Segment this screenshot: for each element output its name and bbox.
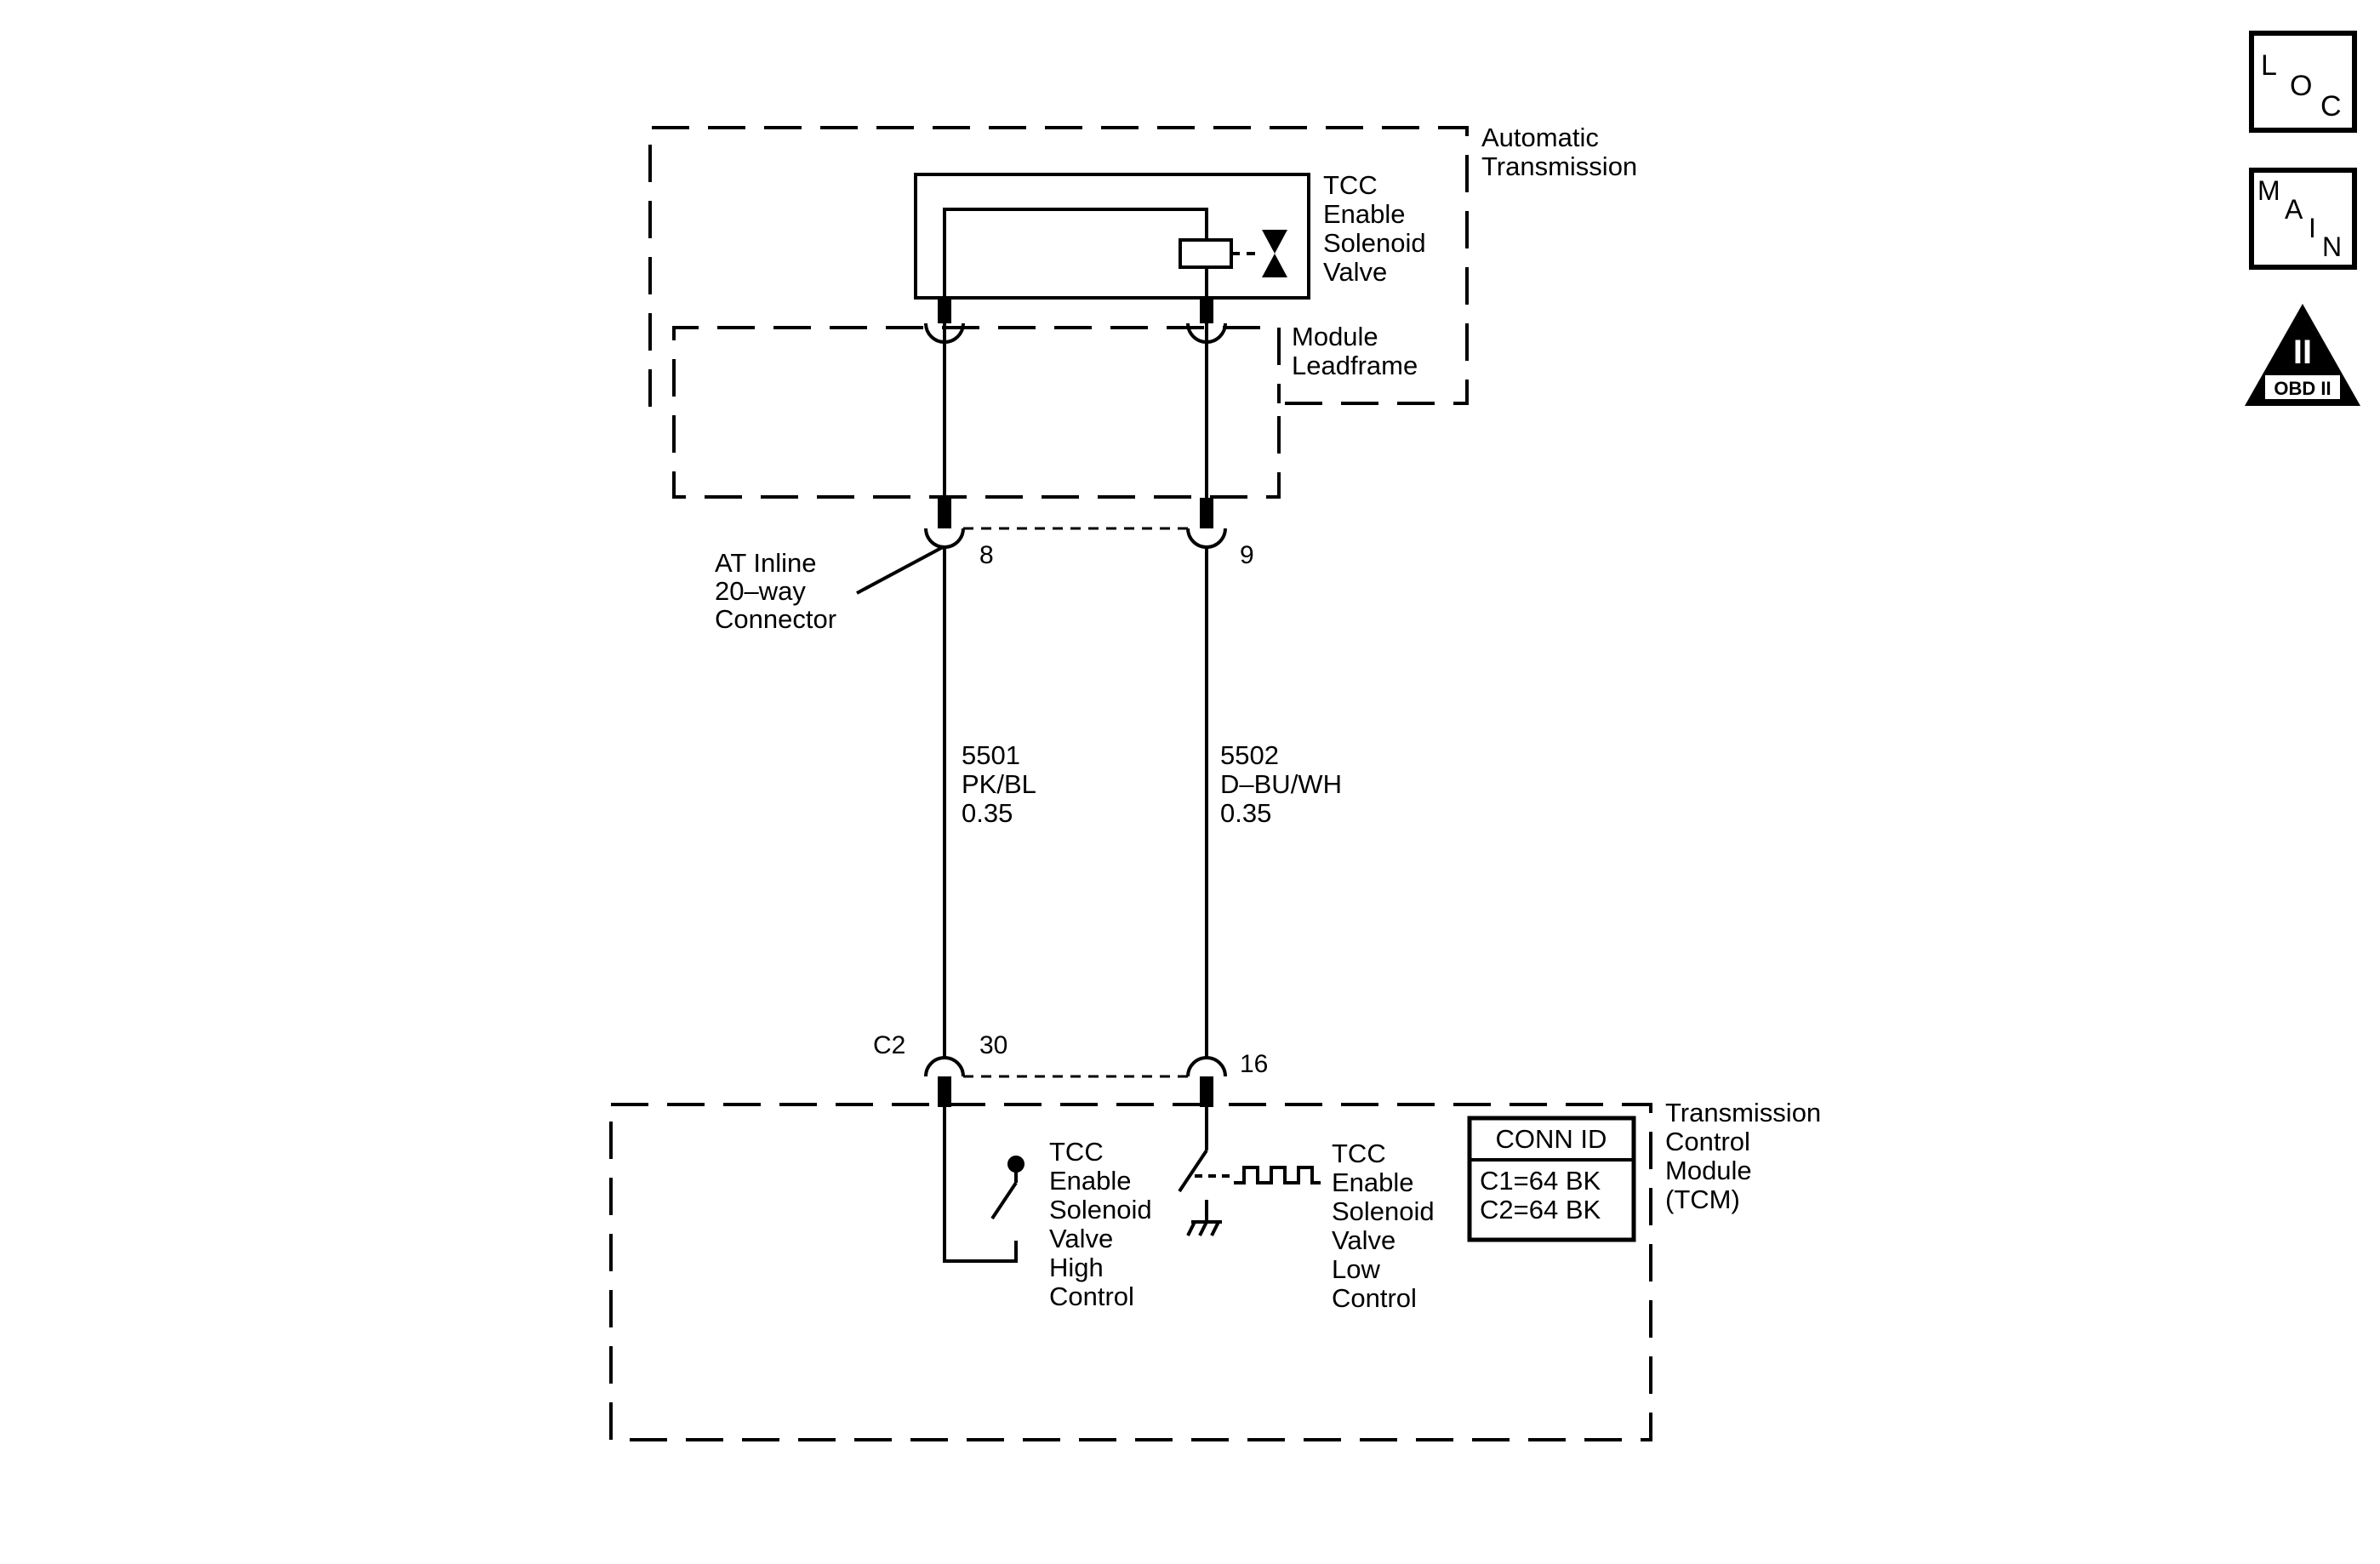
svg-text:O: O: [2290, 70, 2312, 102]
pin-9-label: 9: [1240, 541, 1254, 569]
svg-text:Leadframe: Leadframe: [1292, 351, 1418, 380]
svg-text:N: N: [2322, 231, 2342, 262]
svg-text:AT Inline: AT Inline: [715, 548, 816, 578]
low-control-label: TCC Enable Solenoid Valve Low Control: [1332, 1139, 1435, 1313]
tcm-boundary: [609, 1103, 1652, 1441]
tcc-solenoid-component: [914, 173, 1310, 300]
wire-5501-label: 5501 PK/BL 0.35: [962, 740, 1036, 828]
pin-30-label: 30: [979, 1031, 1007, 1059]
inline-connector-label: AT Inline 20–way Connector: [715, 548, 836, 634]
conn-id-table: CONN ID C1=64 BK C2=64 BK: [1467, 1116, 1636, 1242]
svg-text:C: C: [2320, 90, 2342, 123]
wire-5502-label: 5502 D–BU/WH 0.35: [1220, 740, 1342, 828]
main-icon: M A I N: [2249, 168, 2357, 270]
svg-text:PK/BL: PK/BL: [962, 769, 1036, 799]
svg-text:Enable: Enable: [1049, 1166, 1132, 1196]
svg-text:Solenoid: Solenoid: [1049, 1195, 1152, 1224]
svg-text:Transmission: Transmission: [1481, 151, 1637, 181]
wires: [943, 323, 1208, 1058]
high-control-label: TCC Enable Solenoid Valve High Control: [1049, 1137, 1152, 1311]
svg-text:TCC: TCC: [1323, 170, 1378, 200]
svg-text:Automatic: Automatic: [1481, 123, 1599, 152]
main-nav-button[interactable]: M A I N: [2249, 168, 2357, 270]
svg-text:II: II: [2293, 334, 2312, 371]
svg-text:OBD II: OBD II: [2274, 378, 2331, 399]
svg-text:Valve: Valve: [1332, 1225, 1395, 1255]
tcm-connector-terminals: [924, 1056, 1227, 1107]
svg-text:Valve: Valve: [1049, 1224, 1113, 1253]
tcc-solenoid-label: TCC Enable Solenoid Valve: [1323, 170, 1426, 287]
valve-icon: [1262, 230, 1287, 277]
svg-text:Control: Control: [1665, 1127, 1750, 1156]
svg-text:Solenoid: Solenoid: [1323, 228, 1426, 258]
conn-id-title: CONN ID: [1496, 1124, 1607, 1154]
module-leadframe-label: Module Leadframe: [1292, 322, 1418, 380]
svg-text:Transmission: Transmission: [1665, 1098, 1821, 1127]
automatic-transmission-label: Automatic Transmission: [1481, 123, 1637, 181]
svg-text:5502: 5502: [1220, 740, 1279, 770]
svg-text:I: I: [2309, 213, 2316, 243]
ground-icon: [1186, 1220, 1222, 1236]
connector-c2-label: C2: [873, 1031, 905, 1059]
svg-text:0.35: 0.35: [1220, 798, 1271, 828]
svg-text:Enable: Enable: [1323, 199, 1406, 229]
svg-text:Solenoid: Solenoid: [1332, 1196, 1435, 1226]
solenoid-coil-icon: [1179, 238, 1233, 269]
svg-text:Valve: Valve: [1323, 257, 1387, 287]
pin-16-label: 16: [1240, 1050, 1268, 1078]
low-control-switch-icon: [1178, 1107, 1321, 1222]
svg-text:A: A: [2285, 194, 2303, 225]
svg-text:5501: 5501: [962, 740, 1020, 770]
automatic-transmission-boundary: [648, 126, 1469, 499]
svg-text:Module: Module: [1292, 322, 1378, 351]
svg-text:TCC: TCC: [1049, 1137, 1104, 1167]
svg-text:D–BU/WH: D–BU/WH: [1220, 769, 1342, 799]
svg-text:Module: Module: [1665, 1156, 1752, 1185]
high-control-switch-icon: [943, 1107, 1024, 1263]
obd-ii-icon: II OBD II: [2245, 304, 2360, 406]
loc-icon: L O C: [2249, 31, 2357, 133]
svg-text:Control: Control: [1332, 1283, 1417, 1313]
pin-8-label: 8: [979, 541, 994, 569]
svg-text:TCC: TCC: [1332, 1139, 1386, 1168]
svg-text:Connector: Connector: [715, 604, 836, 634]
conn-id-row: C1=64 BK: [1480, 1166, 1601, 1196]
leadframe-terminals: [924, 298, 1227, 344]
svg-text:(TCM): (TCM): [1665, 1184, 1740, 1214]
tcm-label: Transmission Control Module (TCM): [1665, 1098, 1821, 1214]
svg-text:20–way: 20–way: [715, 576, 806, 606]
obd-nav-button[interactable]: II OBD II: [2243, 302, 2362, 408]
loc-nav-button[interactable]: L O C: [2249, 31, 2357, 133]
inline-connector-leader: [856, 545, 944, 595]
inline-connector-terminals: [924, 498, 1227, 549]
svg-text:L: L: [2261, 49, 2277, 82]
svg-text:Enable: Enable: [1332, 1167, 1414, 1197]
svg-text:M: M: [2257, 175, 2280, 206]
conn-id-row: C2=64 BK: [1480, 1195, 1601, 1224]
svg-text:High: High: [1049, 1253, 1104, 1282]
svg-text:0.35: 0.35: [962, 798, 1013, 828]
svg-text:Low: Low: [1332, 1254, 1380, 1284]
svg-text:Control: Control: [1049, 1281, 1134, 1311]
